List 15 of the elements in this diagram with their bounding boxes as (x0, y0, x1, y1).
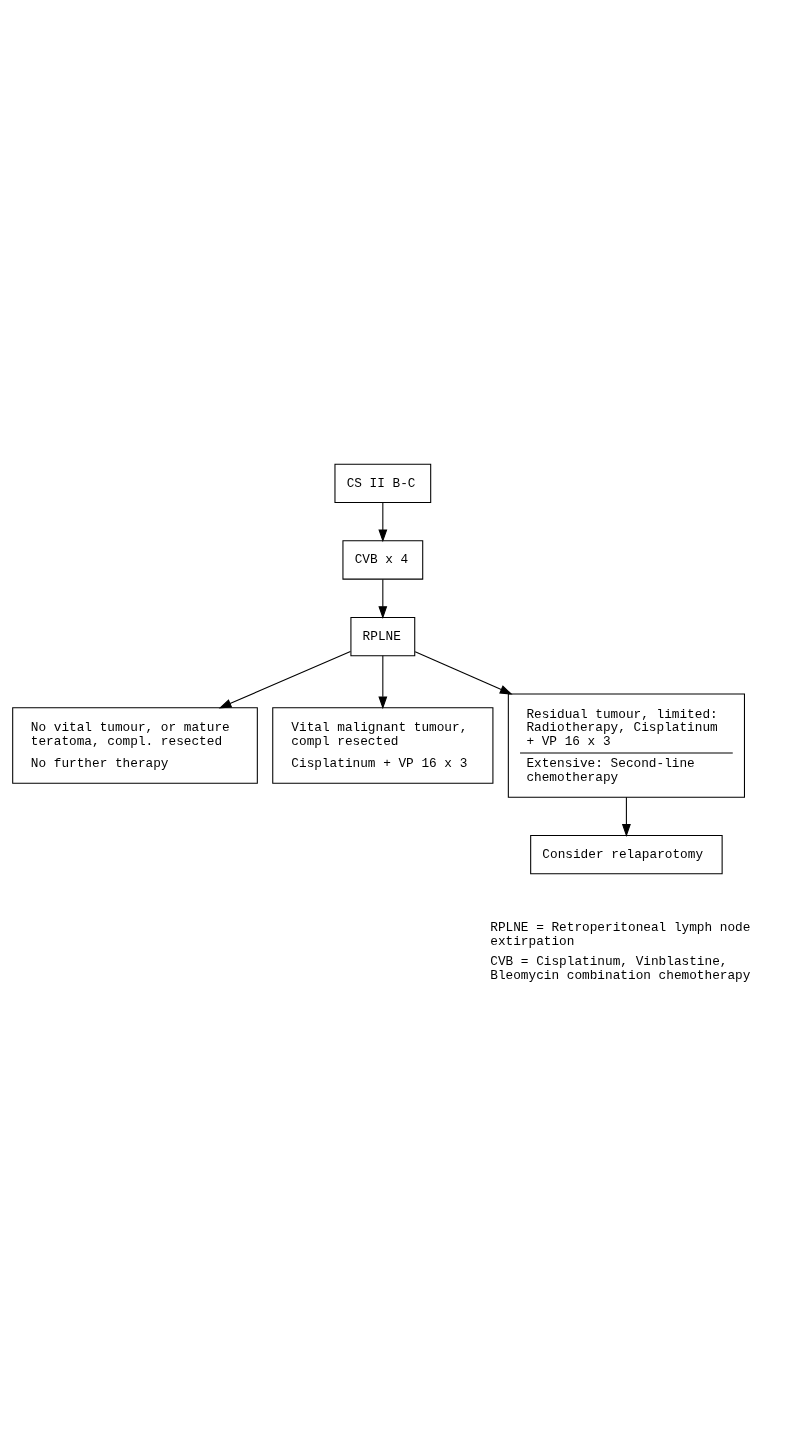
node-box: Residual tumour, limited: Radiotherapy, Cisplatinum + VP 16 x 3 Extensive: Second-line chemotherapy (507, 692, 745, 798)
label: CVB = Cisplatinum, Vinblastine, Bleomycin combination chemotherapy (490, 953, 751, 983)
arrow (218, 650, 351, 708)
node-box: RPLNE (350, 616, 416, 656)
node-box: No vital tumour, or mature teratoma, compl. resected No further therapy (12, 706, 258, 784)
node-box: Consider relaparotomy (530, 834, 723, 874)
arrow (621, 796, 631, 837)
arrow (378, 501, 388, 542)
label: RPLNE = Retroperitoneal lymph node extirpation (490, 919, 751, 949)
arrow (378, 654, 388, 709)
node-box: CS II B-C (334, 463, 432, 503)
node-box: Vital malignant tumour, compl resected Cisplatinum + VP 16 x 3 (272, 706, 494, 784)
node-box: CVB x 4 (342, 539, 424, 580)
arrow (414, 650, 513, 695)
arrow (378, 578, 388, 619)
